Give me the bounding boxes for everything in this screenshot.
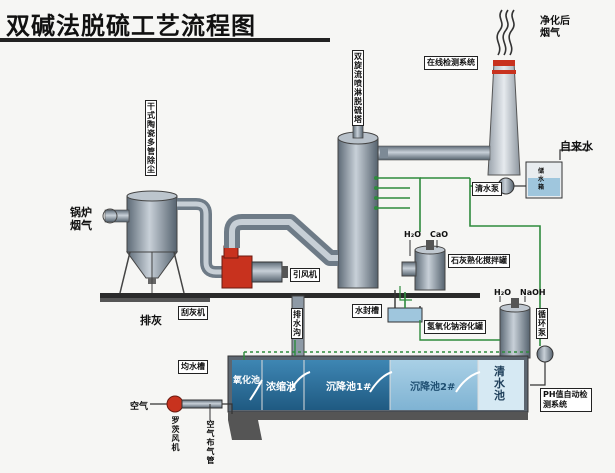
label-clear-pool: 清水池 [494,365,505,402]
label-scrubber-tower: 双旋流喷淋脱硫塔 [352,50,364,126]
lime-slaking-tank [401,240,446,291]
title-underline [0,38,330,42]
label-equalize: 均水槽 [178,360,208,374]
fan-to-tower-duct [224,214,338,266]
flue-duct [374,145,491,161]
label-circ-pump: 循环泵 [536,308,548,339]
label-ph-system: PH值自动检测系统 [540,388,592,412]
spray-dots [374,176,378,210]
label-settle2: 沉降池2# [410,382,456,393]
circulating-pump [530,300,554,386]
label-cao: CaO [430,230,449,239]
induced-draft-fan [221,245,288,289]
scrubber-tower [337,119,388,289]
label-online-monitor: 在线检测系统 [424,56,478,70]
naoh-tank [499,296,531,359]
page-title: 双碱法脱硫工艺流程图 [6,12,256,40]
label-air: 空气 [130,402,149,412]
label-air-pipe: 空气布气管 [206,420,215,465]
label-water-seal: 水封槽 [352,304,382,318]
air-system [150,395,233,420]
label-naoh: NaOH [520,288,546,297]
label-boiler-flue: 锅炉烟气 [70,206,92,232]
label-lime-tank: 石灰熟化搅拌罐 [448,254,510,268]
ground-line [100,293,480,298]
label-ash-scraper: 刮灰机 [178,306,208,320]
label-settle1: 沉降池1# [326,382,372,393]
label-thicken: 浓缩池 [266,382,296,393]
label-naoh-tank: 氢氧化钠溶化罐 [424,320,486,334]
label-clear-pump: 清水泵 [472,182,502,196]
water-tank [514,149,590,199]
label-id-fan: 引风机 [290,268,320,282]
water-seal-pipes [387,286,423,323]
pools [227,351,530,440]
label-drain-ditch: 排水沟 [291,308,303,339]
label-oxidation: 氧化池 [233,376,261,386]
label-dust-collector: 干式陶瓷多管除尘 [145,100,157,176]
seal-flow [419,320,500,341]
label-ash-out: 排灰 [140,314,162,327]
spray-lines [378,177,541,300]
label-h2o-1: H₂O [404,230,421,239]
chimney [487,9,521,176]
label-h2o-2: H₂O [494,288,511,297]
dust-collector [102,190,226,294]
label-clean-flue-gas: 净化后烟气 [540,16,570,39]
ash-layer [100,298,210,302]
label-tap-water: 自来水 [560,140,593,153]
label-roots-blower: 罗茨风机 [171,416,180,452]
label-water-tank: 储水箱 [538,168,545,191]
